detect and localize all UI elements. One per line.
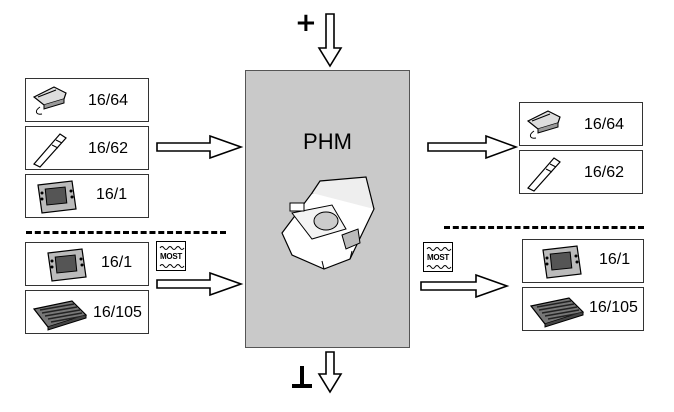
left-item-display-box: 16/1	[25, 174, 149, 218]
phm-label: PHM	[303, 129, 352, 154]
item-label: 16/1	[599, 251, 631, 268]
most-bus-badge-right: MOST	[423, 242, 453, 272]
keyboard-module-icon	[529, 297, 585, 328]
item-label: 16/64	[88, 92, 129, 109]
item-label: 16/105	[589, 299, 638, 316]
left-item-keyboard-box: 16/105	[25, 290, 149, 334]
phm-device-icon	[281, 176, 375, 270]
most-label: MOST	[427, 253, 449, 262]
power-plus-symbol: +	[295, 8, 317, 38]
cordless-handset-icon	[527, 157, 561, 192]
item-label: 16/62	[584, 164, 625, 181]
most-label: MOST	[160, 252, 182, 261]
ground-arrow	[317, 351, 343, 394]
right-item-display-box: 16/1	[522, 239, 644, 283]
control-display-icon	[37, 180, 77, 214]
left-divider	[26, 231, 226, 234]
item-label: 16/105	[93, 304, 142, 321]
keyboard-module-icon	[32, 300, 88, 331]
phm-module-block: PHM	[245, 70, 410, 348]
item-label: 16/1	[96, 186, 128, 203]
item-label: 16/62	[88, 140, 129, 157]
most-bus-badge-left: MOST	[156, 241, 186, 271]
right-divider	[444, 226, 644, 229]
item-label: 16/64	[584, 116, 625, 133]
ground-symbol	[292, 366, 312, 388]
telephone-handset-icon	[32, 86, 67, 115]
output-arrow-top-right	[427, 134, 519, 160]
left-item-phone-box: 16/64	[25, 78, 149, 122]
left-item-handset-box: 16/62	[25, 126, 149, 170]
input-arrow-bottom-left	[156, 271, 244, 297]
output-arrow-bottom-right	[420, 273, 510, 299]
right-item-phone-box: 16/64	[519, 102, 643, 146]
left-item-display-box: 16/1	[25, 242, 149, 286]
control-display-icon	[47, 248, 87, 282]
input-arrow-top-left	[156, 134, 244, 160]
telephone-handset-icon	[526, 110, 561, 139]
right-item-handset-box: 16/62	[519, 150, 643, 194]
item-label: 16/1	[101, 254, 133, 271]
right-item-keyboard-box: 16/105	[522, 287, 644, 331]
control-display-icon	[542, 245, 582, 279]
supply-arrow	[317, 13, 343, 68]
cordless-handset-icon	[33, 133, 67, 168]
